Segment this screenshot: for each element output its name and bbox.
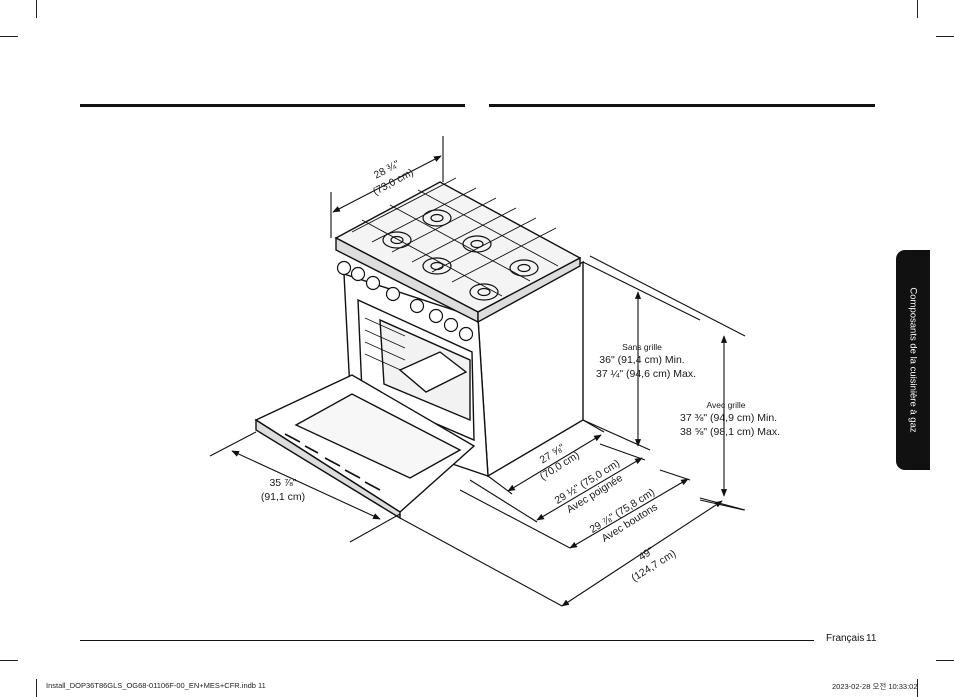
height-grate-label: Avec grille 37 ⅜" (94,9 cm) Min. 38 ⅝" (…	[680, 399, 781, 439]
footer-filename: Install_DOP36T86GLS_OG68-01106F-00_EN+ME…	[46, 681, 266, 690]
footer-language: Français	[826, 633, 865, 644]
dimension-lines	[209, 136, 746, 607]
height-no-grate-min: 36" (91,4 cm) Min.	[599, 354, 685, 366]
crop-mark	[917, 679, 918, 697]
crop-mark	[917, 0, 918, 18]
section-tab	[896, 250, 930, 470]
crop-mark	[0, 36, 18, 37]
crop-mark	[936, 36, 954, 37]
crop-mark	[0, 660, 18, 661]
footer-rule	[80, 640, 814, 641]
section-tab-label: Composants de la cuisinière à gaz	[907, 287, 919, 433]
height-grate-max: 38 ⅝" (98,1 cm) Max.	[680, 426, 781, 438]
door-open-line1: 35 ⅞"	[269, 477, 297, 489]
height-grate-title: Avec grille	[706, 400, 746, 410]
crop-mark	[36, 679, 37, 697]
height-grate-min: 37 ⅜" (94,9 cm) Min.	[680, 412, 778, 424]
footer-page-number: 11	[866, 633, 877, 644]
height-no-grate-title: Sans grille	[622, 342, 662, 352]
crop-mark	[36, 0, 37, 18]
crop-mark	[936, 660, 954, 661]
header-rule-left	[80, 104, 465, 107]
door-open-line2: (91,1 cm)	[260, 491, 306, 503]
height-no-grate-max: 37 ¼" (94,6 cm) Max.	[596, 368, 697, 380]
header-rule-right	[489, 104, 875, 107]
footer-timestamp: 2023-02-28 오전 10:33:02	[832, 682, 918, 691]
door-open-label: 35 ⅞" (91,1 cm)	[258, 476, 308, 504]
height-no-grate-label: Sans grille 36" (91,4 cm) Min. 37 ¼" (94…	[596, 341, 697, 381]
